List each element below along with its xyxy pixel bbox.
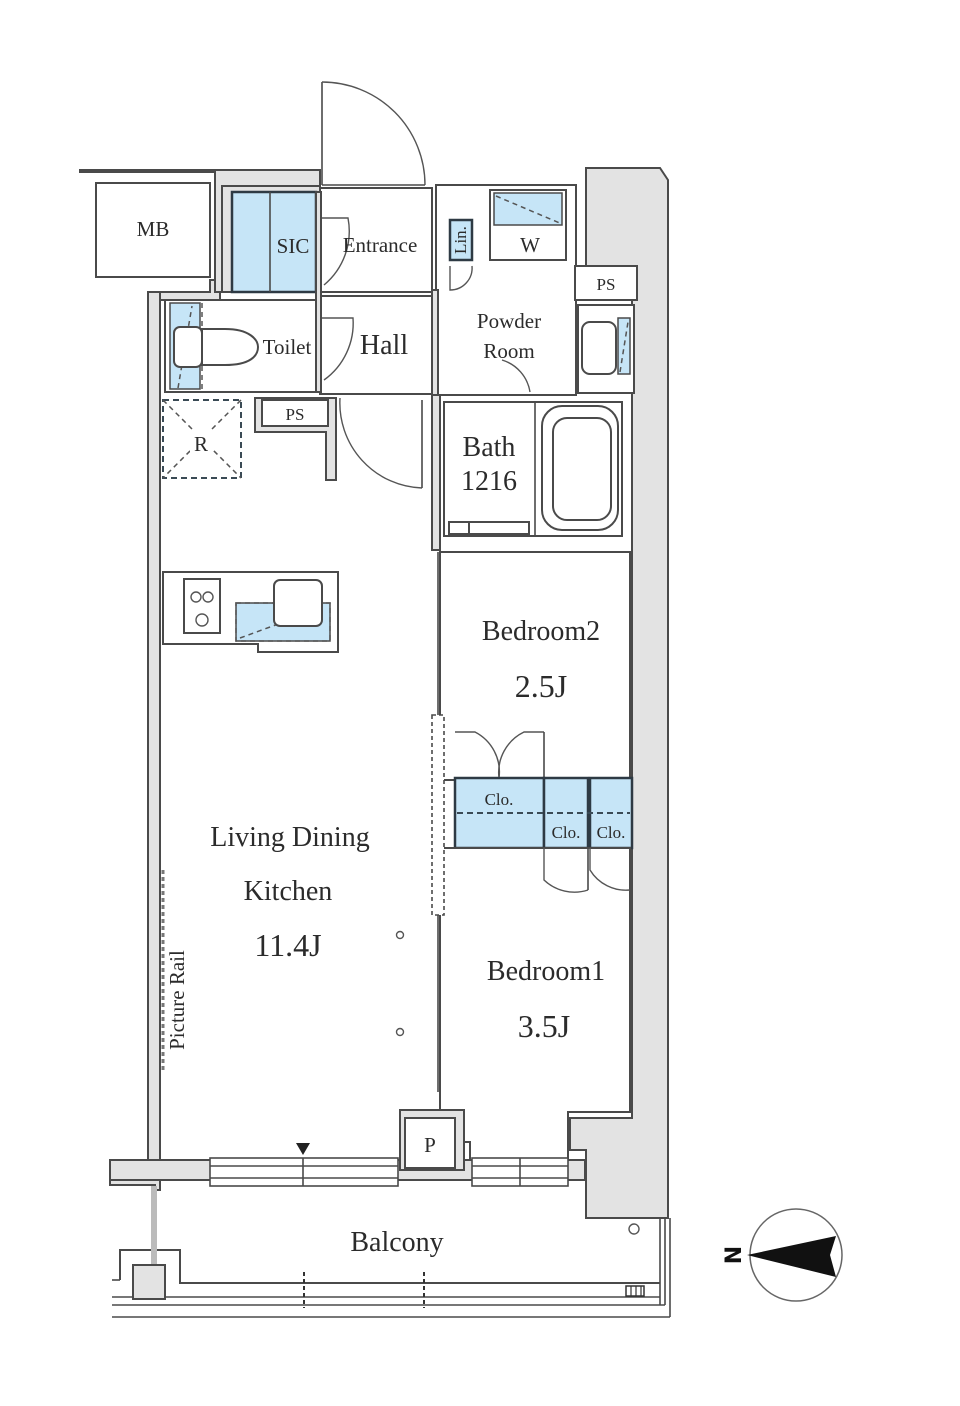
bedroom-2: Bedroom2 2.5J <box>439 551 631 781</box>
entrance-label: Entrance <box>343 233 418 257</box>
bedroom1-label: Bedroom1 <box>487 956 605 987</box>
meter-box: MB <box>95 182 211 278</box>
bedroom2-label: Bedroom2 <box>482 616 600 647</box>
shoe-in-closet[interactable]: SIC <box>230 190 318 294</box>
linen-cabinet[interactable] <box>448 218 474 262</box>
bath-label: Bath <box>463 432 516 463</box>
ldk-window[interactable] <box>209 1143 399 1187</box>
living-dining-kitchen: Living Dining Kitchen 11.4J Picture Rail <box>161 822 405 1070</box>
mb-label: MB <box>137 217 170 241</box>
bath-size-label: 1216 <box>461 466 517 497</box>
north-compass-icon: N <box>722 1208 843 1302</box>
toilet-room: Toilet <box>164 299 319 393</box>
entrance-door[interactable] <box>321 81 426 186</box>
entrance-area: Entrance <box>319 187 433 293</box>
kitchen-counter <box>162 571 339 653</box>
linen-label: Lin. <box>451 226 470 254</box>
north-label: N <box>722 1246 747 1264</box>
main-entry-marker-icon <box>296 1143 310 1155</box>
pipe-shaft-top: PS <box>574 265 638 301</box>
vanity-sink <box>577 304 635 394</box>
pipe-shaft-mid: PS <box>254 397 337 481</box>
sic-label: SIC <box>277 234 310 258</box>
pipe-box: P <box>399 1109 465 1171</box>
ldk-label-1: Living Dining <box>210 822 369 853</box>
powder-room-label-2: Room <box>483 339 534 363</box>
bathroom: Bath 1216 <box>443 401 623 537</box>
hall-label: Hall <box>360 330 408 361</box>
balcony-label: Balcony <box>350 1227 443 1258</box>
bedroom1-area: 3.5J <box>518 1008 570 1044</box>
toilet-label: Toilet <box>263 335 312 359</box>
bedroom1-window[interactable] <box>471 1157 569 1187</box>
closets[interactable]: Clo. Clo. Clo. <box>453 776 634 850</box>
ldk-area: 11.4J <box>254 927 321 963</box>
bedroom-1: Bedroom1 3.5J <box>439 847 631 1161</box>
pipe-box-label: P <box>424 1133 436 1157</box>
closet-mid-label: Clo. <box>552 823 581 842</box>
closet-main-label: Clo. <box>485 790 514 809</box>
washer-label: W <box>520 233 540 257</box>
ps-top-label: PS <box>597 275 616 294</box>
ldk-label-2: Kitchen <box>244 876 333 907</box>
refrigerator-label: R <box>194 432 208 456</box>
closet-right-label: Clo. <box>597 823 626 842</box>
sliding-partition[interactable] <box>431 552 445 1092</box>
ps-mid-label: PS <box>286 405 305 424</box>
washer: W <box>489 189 567 261</box>
picture-rail-label: Picture Rail <box>165 950 189 1050</box>
refrigerator-space: R <box>162 399 242 479</box>
powder-room-label-1: Powder <box>477 309 541 333</box>
balcony: Balcony <box>112 1186 671 1318</box>
hall: Hall <box>319 295 433 395</box>
ldk-door[interactable] <box>339 397 423 489</box>
bedroom2-area: 2.5J <box>515 668 567 704</box>
powder-room: Lin. W Powder Room <box>435 184 577 396</box>
